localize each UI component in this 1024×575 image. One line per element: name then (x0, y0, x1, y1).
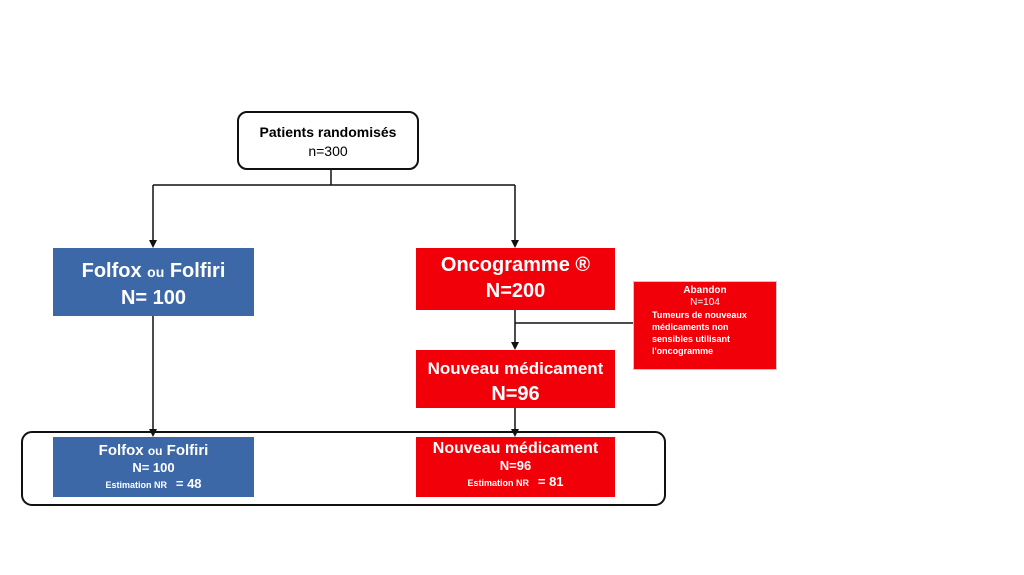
new-drug-count: N=96 (491, 383, 540, 405)
abandon-desc-line: sensibles utilisant (652, 334, 731, 344)
result-left-est-label: Estimation NR (105, 480, 167, 490)
result-right-est-value: = 81 (537, 474, 564, 489)
left-arm-node: Folfox ou Folfiri N= 100 (53, 248, 254, 316)
oncogramme-node: Oncogramme ® N=200 (416, 248, 615, 310)
left-arm-conj: ou (147, 264, 165, 280)
result-left-name-a: Folfox (98, 442, 144, 459)
abandon-count: N=104 (690, 297, 720, 308)
result-left-conj: ou (147, 444, 163, 458)
new-drug-title: Nouveau médicament (427, 359, 604, 378)
abandon-desc-line: l'oncogramme (652, 346, 714, 356)
left-arm-count: N= 100 (120, 287, 187, 309)
oncogramme-count: N=200 (485, 280, 546, 302)
abandon-node: Abandon N=104 Tumeurs de nouveaux médica… (633, 281, 777, 370)
abandon-title: Abandon (683, 285, 727, 296)
abandon-desc-line: Tumeurs de nouveaux (652, 310, 747, 320)
result-left-node: Folfox ou Folfiri N= 100 Estimation NR =… (53, 437, 254, 497)
oncogramme-title: Oncogramme ® (440, 254, 591, 276)
left-arm-name-a: Folfox (81, 260, 142, 282)
abandon-desc-line: médicaments non (652, 322, 729, 332)
result-left-name-b: Folfiri (166, 442, 209, 459)
results-group (21, 431, 666, 506)
result-right-count: N=96 (499, 458, 532, 473)
result-left-count: N= 100 (132, 460, 175, 475)
result-right-node: Nouveau médicament N=96 Estimation NR = … (416, 437, 615, 497)
start-count: n=300 (308, 143, 348, 159)
start-title: Patients randomisés (259, 124, 397, 140)
start-node: Patients randomisés n=300 (237, 111, 419, 170)
result-left-est-value: = 48 (175, 476, 202, 491)
result-right-est-label: Estimation NR (467, 478, 529, 488)
left-arm-name-b: Folfiri (169, 260, 226, 282)
new-drug-node: Nouveau médicament N=96 (416, 350, 615, 408)
result-right-title: Nouveau médicament (432, 440, 599, 457)
